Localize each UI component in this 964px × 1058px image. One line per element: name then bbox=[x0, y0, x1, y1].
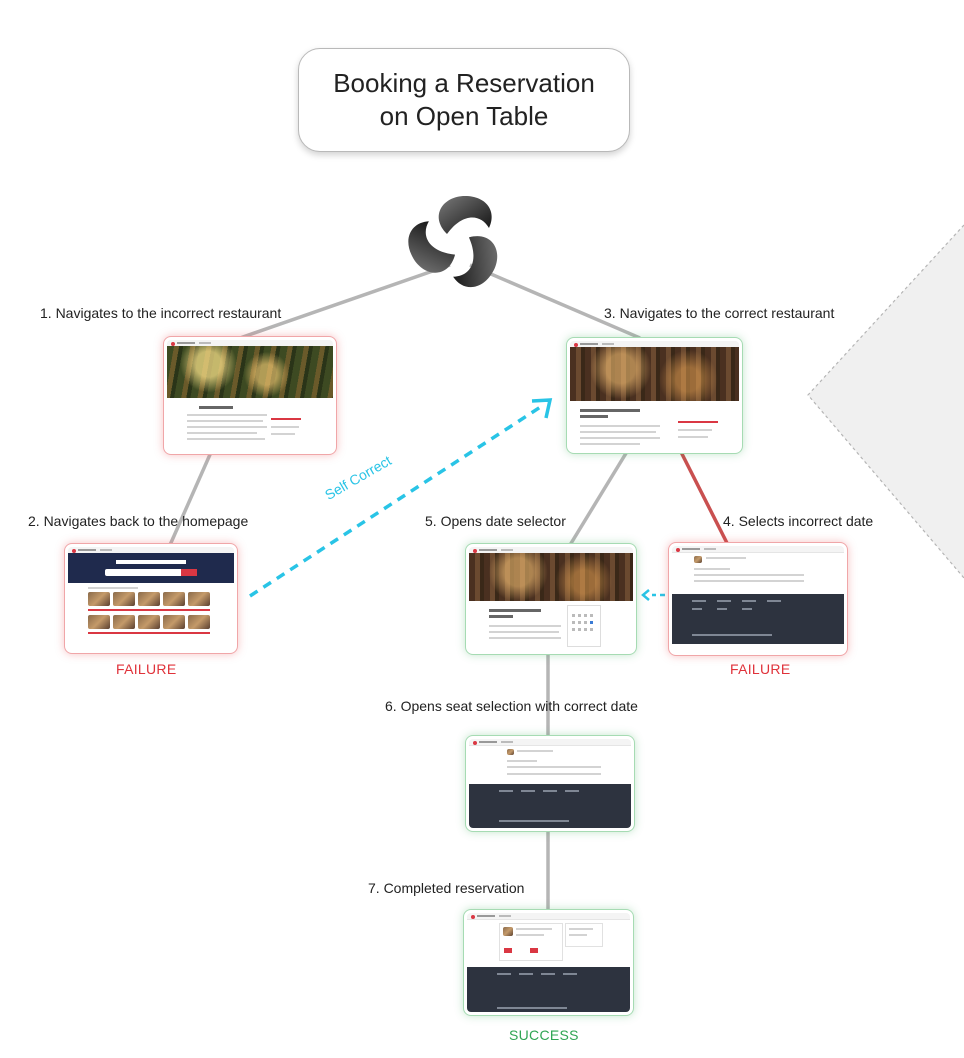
step-4-label: 4. Selects incorrect date bbox=[723, 513, 874, 529]
step-6-label: 6. Opens seat selection with correct dat… bbox=[385, 698, 638, 714]
success-label: SUCCESS bbox=[509, 1027, 579, 1043]
self-correct-arrow bbox=[249, 404, 543, 598]
diagram-title-box: Booking a Reservation on Open Table bbox=[298, 48, 630, 152]
edge-step1-to-step2 bbox=[168, 449, 214, 546]
self-correct-arrowhead bbox=[531, 398, 553, 419]
step-3-label: 3. Navigates to the correct restaurant bbox=[604, 305, 835, 321]
step-1-label: 1. Navigates to the incorrect restaurant bbox=[40, 305, 282, 321]
step-1-screenshot bbox=[163, 336, 337, 455]
step-2-screenshot bbox=[64, 543, 238, 654]
step-4-screenshot bbox=[668, 542, 848, 656]
edge-logo-to-step3 bbox=[469, 263, 641, 340]
step-6-screenshot bbox=[465, 735, 635, 832]
agent-logo-icon bbox=[408, 196, 498, 288]
failure-label-left: FAILURE bbox=[116, 661, 177, 677]
edge-step3-to-step4 bbox=[678, 449, 730, 546]
failure-label-right: FAILURE bbox=[730, 661, 791, 677]
diagram-title: Booking a Reservation on Open Table bbox=[333, 68, 595, 131]
step-5-screenshot bbox=[465, 543, 637, 655]
step-5-label: 5. Opens date selector bbox=[425, 513, 566, 529]
step4-back-arrowhead bbox=[641, 589, 650, 601]
edge-step3-to-step5 bbox=[568, 449, 630, 546]
step-7-label: 7. Completed reservation bbox=[368, 880, 525, 896]
zoom-panel-outline bbox=[807, 224, 964, 579]
step-3-screenshot bbox=[566, 337, 743, 454]
step-2-label: 2. Navigates back to the homepage bbox=[28, 513, 249, 529]
date-selector-popup bbox=[567, 605, 601, 647]
reservation-confirmation-card bbox=[499, 923, 563, 961]
step-7-screenshot bbox=[463, 909, 634, 1016]
edge-logo-to-step1 bbox=[239, 263, 451, 340]
